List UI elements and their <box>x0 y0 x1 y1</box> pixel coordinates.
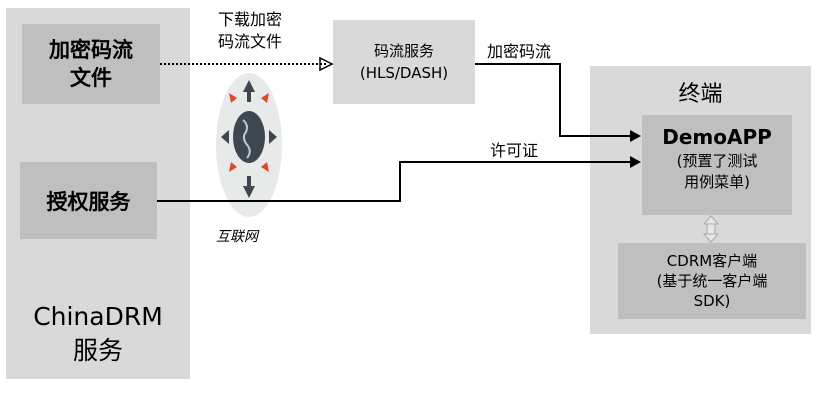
bidirectional-arrow <box>702 215 720 243</box>
terminal-title: 终端 <box>678 82 723 107</box>
license-service-box[interactable]: 授权服务 <box>20 162 157 239</box>
license-arrow <box>157 161 636 202</box>
streaming-service-box[interactable]: 码流服务 (HLS/DASH) <box>333 20 475 104</box>
chinadrm-service-title: ChinaDRM 服务 <box>33 302 163 365</box>
download-label: 下载加密 码流文件 <box>217 10 282 51</box>
globe-icon <box>221 80 277 198</box>
license-label: 许可证 <box>490 141 539 160</box>
encrypted-stream-file-box[interactable]: 加密码流 文件 <box>22 24 160 104</box>
cdrm-client-box[interactable]: CDRM客户端 (基于统一客户端 SDK) <box>618 243 806 319</box>
encrypted-stream-label: 加密码流 <box>487 42 552 61</box>
encrypted-stream-arrow <box>475 63 636 137</box>
internet-label: 互联网 <box>216 229 258 245</box>
demo-app-title: DemoAPP <box>662 125 772 149</box>
demo-app-box[interactable]: DemoAPP (预置了测试 用例菜单) <box>642 115 792 215</box>
demo-app-description: (预置了测试 用例菜单) <box>676 152 758 191</box>
